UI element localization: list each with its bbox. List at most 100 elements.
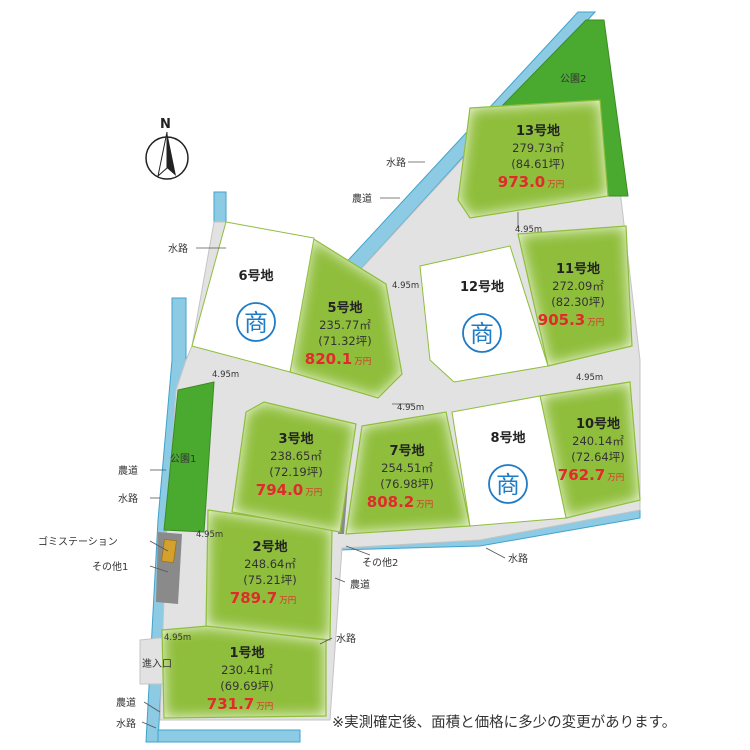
park-1: [163, 381, 215, 533]
lot-tsubo: (84.61坪): [511, 157, 564, 171]
park-1-label: 公園1: [170, 453, 196, 465]
lot-7-glow: [346, 412, 470, 534]
lot-price-unit: 万円: [256, 702, 273, 712]
entrance-label: 進入口: [142, 658, 172, 670]
lot-name: 11号地: [556, 261, 600, 277]
lot-price-value: 973.0: [498, 173, 545, 191]
lot-area: 240.14㎡: [572, 434, 624, 448]
lot-name: 3号地: [278, 431, 313, 447]
lot-3-glow: [232, 402, 356, 532]
lot-name: 1号地: [229, 645, 264, 661]
road-width-labels: 4.95m 4.95m 4.95m 4.95m 4.95m 4.95m 4.95…: [164, 225, 603, 643]
lot-name: 10号地: [576, 416, 620, 432]
leader-lines: [141, 161, 519, 729]
road-width-label: 4.95m: [397, 403, 424, 413]
lot-name: 5号地: [327, 300, 362, 316]
north-label: N: [160, 117, 171, 132]
lot-area: 230.41㎡: [221, 663, 273, 677]
waterway-north-small: [213, 191, 227, 223]
lot-8-shape[interactable]: [451, 395, 567, 527]
lot-price-value: 789.7: [230, 589, 277, 607]
lot-price-unit: 万円: [305, 488, 322, 498]
disclaimer-note: ※実測確定後、面積と価格に多少の変更があります。: [332, 715, 677, 731]
lot-price-value: 905.3: [538, 311, 585, 329]
lot-area: 272.09㎡: [552, 279, 604, 293]
map-labels: 公園2 公園1 水路 水路 農道 農道 水路 ゴミステーション その他1 その他…: [38, 73, 586, 730]
lot-area: 248.64㎡: [244, 557, 296, 571]
garbage-station-box: [161, 538, 177, 564]
lot-name: 7号地: [389, 443, 424, 459]
lot-price-value: 731.7: [207, 695, 254, 713]
lot-tsubo: (69.69坪): [220, 679, 273, 693]
lot-area: 254.51㎡: [381, 461, 433, 475]
waterway-label-south: 水路: [336, 632, 356, 645]
garbage-station-label: ゴミステーション: [38, 535, 118, 548]
lot-price-unit: 万円: [607, 473, 624, 483]
north-compass: N: [145, 117, 189, 180]
lot-5-glow: [290, 238, 402, 398]
lot-tsubo: (72.19坪): [269, 465, 322, 479]
lot-name: 13号地: [516, 123, 560, 139]
lot-tsubo: (82.30坪): [551, 295, 604, 309]
commercial-mark-circle: [236, 302, 276, 342]
lot-name: 12号地: [460, 279, 504, 295]
commercial-mark-circle: [462, 313, 502, 353]
farm-road-label-west: 農道: [118, 464, 138, 477]
road-width-label: 4.95m: [164, 633, 191, 643]
lot-area: 235.77㎡: [319, 318, 371, 332]
road-width-label: 4.95m: [392, 281, 419, 291]
farm-road-label-south: 農道: [350, 578, 370, 591]
road-width-label: 4.95m: [212, 370, 239, 380]
lot-tsubo: (75.21坪): [243, 573, 296, 587]
lot-1-glow: [162, 626, 326, 718]
waterway-label-west: 水路: [118, 492, 138, 505]
road-width-label: 4.95m: [515, 225, 542, 235]
lot-price-value: 820.1: [305, 350, 352, 368]
road-width-label: 4.95m: [196, 530, 223, 540]
lot-price-value: 794.0: [256, 481, 303, 499]
lot-price-unit: 万円: [547, 180, 564, 190]
farm-road-label-bottom: 農道: [116, 696, 136, 709]
lots-layer: [161, 99, 641, 719]
lot-2-glow: [206, 510, 332, 640]
waterway-label-southeast: 水路: [508, 552, 528, 565]
park-2-label: 公園2: [560, 73, 586, 85]
lot-name: 6号地: [238, 268, 273, 284]
lot-13-glow: [458, 100, 608, 218]
lot-price-unit: 万円: [354, 357, 371, 367]
lot-area: 279.73㎡: [512, 141, 564, 155]
lot-6-shape[interactable]: [191, 221, 315, 373]
lot-11-glow: [518, 226, 632, 366]
commercial-mark-circle: [488, 464, 528, 504]
waterway-label-north-left: 水路: [168, 242, 188, 255]
lot-price-value: 762.7: [558, 466, 605, 484]
commercial-mark: 商: [496, 471, 520, 499]
waterway-label-north: 水路: [386, 156, 406, 169]
other-2-label: その他2: [362, 556, 398, 569]
lot-area: 238.65㎡: [270, 449, 322, 463]
lot-name: 8号地: [490, 430, 525, 446]
waterway-south: [157, 729, 301, 743]
